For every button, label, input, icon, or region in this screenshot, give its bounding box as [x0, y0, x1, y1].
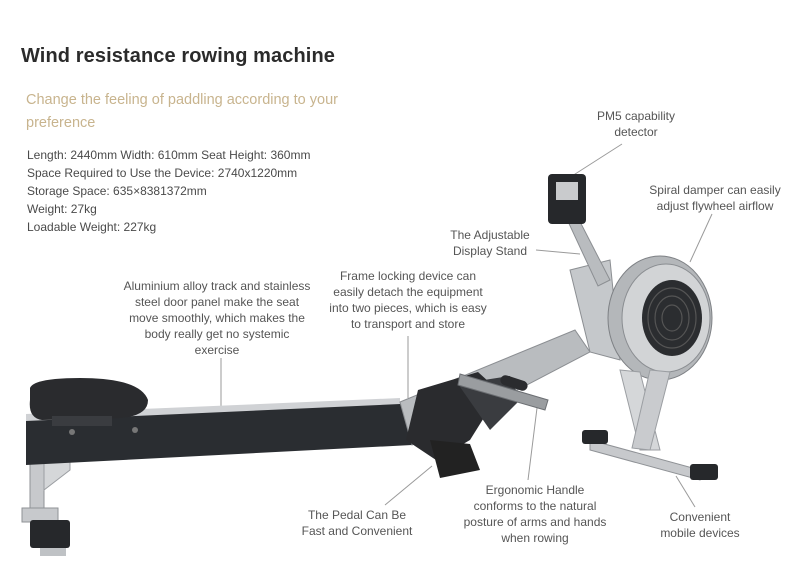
- annotation-handle: Ergonomic Handle conforms to the natural…: [460, 482, 610, 546]
- annotation-mobile-line-1: Convenient: [669, 510, 731, 524]
- spec-storage-space: Storage Space: 635×8381372mm: [27, 184, 207, 198]
- page-subtitle: Change the feeling of paddling according…: [26, 92, 338, 131]
- spec-list: Length: 2440mm Width: 610mm Seat Height:…: [27, 146, 310, 236]
- spec-loadable-weight: Loadable Weight: 227kg: [27, 220, 157, 234]
- annotation-handle-line-4: when rowing: [501, 531, 569, 545]
- leader-lines: [220, 143, 713, 508]
- annotation-track-line-3: move smoothly, which makes the: [129, 311, 305, 325]
- annotation-mobile: Convenient mobile devices: [648, 509, 752, 541]
- annotation-display-stand-line-2: Display Stand: [452, 244, 528, 258]
- annotation-track-line-2: steel door panel make the seat: [134, 295, 300, 309]
- annotation-damper-line-2: adjust flywheel airflow: [656, 199, 774, 213]
- annotation-frame-lock-line-1: Frame locking device can: [339, 269, 477, 283]
- annotation-track-line-5: exercise: [194, 343, 240, 357]
- leader-line-handle: [527, 407, 538, 481]
- annotation-damper: Spiral damper can easily adjust flywheel…: [640, 182, 790, 214]
- annotation-track-line-4: body really get no systemic: [144, 327, 290, 341]
- annotation-damper-line-1: Spiral damper can easily: [649, 183, 781, 197]
- annotation-pm5-line-1: PM5 capability: [596, 109, 676, 123]
- leader-line-pm5: [571, 143, 623, 177]
- annotation-handle-line-1: Ergonomic Handle: [485, 483, 585, 497]
- annotation-frame-lock: Frame locking device can easily detach t…: [318, 268, 498, 332]
- annotation-handle-line-2: conforms to the natural: [473, 499, 597, 513]
- annotation-pedal: The Pedal Can Be Fast and Convenient: [290, 507, 424, 539]
- leader-line-display-stand: [535, 249, 581, 255]
- annotation-frame-lock-line-2: easily detach the equipment: [333, 285, 483, 299]
- leader-line-pedal: [384, 465, 433, 506]
- spec-weight: Weight: 27kg: [27, 202, 97, 216]
- spec-space-required: Space Required to Use the Device: 2740x1…: [27, 166, 298, 180]
- annotation-handle-line-3: posture of arms and hands: [463, 515, 607, 529]
- annotation-frame-lock-line-4: to transport and store: [350, 317, 466, 331]
- annotation-frame-lock-line-3: into two pieces, which is easy: [329, 301, 487, 315]
- spec-dimensions: Length: 2440mm Width: 610mm Seat Height:…: [27, 148, 311, 162]
- annotation-track: Aluminium alloy track and stainless stee…: [112, 278, 322, 358]
- annotation-pm5: PM5 capability detector: [572, 108, 700, 140]
- annotation-pedal-line-1: The Pedal Can Be: [307, 508, 407, 522]
- annotation-display-stand: The Adjustable Display Stand: [440, 227, 540, 259]
- annotation-mobile-line-2: mobile devices: [660, 526, 740, 540]
- front-base: [582, 369, 718, 481]
- flywheel: [607, 255, 713, 381]
- display-stand: [548, 174, 611, 287]
- leader-line-damper: [689, 213, 713, 263]
- annotation-pm5-line-2: detector: [614, 125, 658, 139]
- annotation-track-line-1: Aluminium alloy track and stainless: [123, 279, 311, 293]
- annotation-pedal-line-2: Fast and Convenient: [301, 524, 413, 538]
- page-title: Wind resistance rowing machine: [21, 45, 336, 67]
- leader-line-mobile: [675, 475, 696, 508]
- seat: [29, 378, 148, 426]
- handle: [457, 373, 549, 411]
- annotation-display-stand-line-1: The Adjustable: [450, 228, 530, 242]
